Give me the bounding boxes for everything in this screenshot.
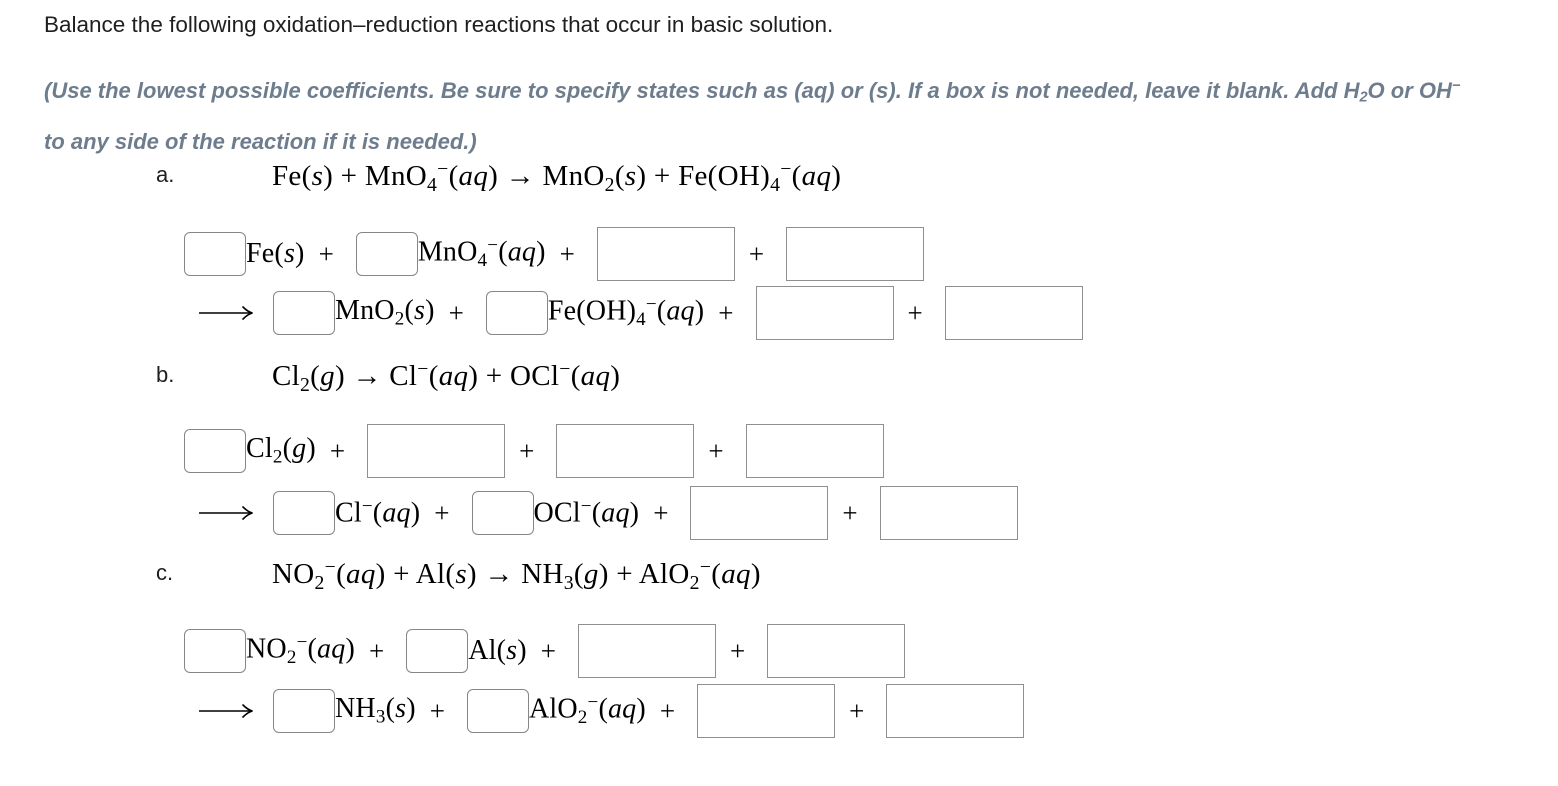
species-input[interactable] — [767, 624, 906, 678]
species-input[interactable] — [879, 486, 1018, 540]
species-term: MnO4−(aq) — [355, 232, 546, 276]
plus-sign: + — [559, 238, 575, 269]
reaction-a-product-row: MnO2(s) + Fe(OH)4−(aq) + + — [198, 286, 1083, 340]
plus-sign: + — [718, 297, 734, 328]
reaction-b-equation-row: b. Cl2(g) → Cl−(aq) + OCl−(aq) — [156, 358, 620, 397]
equation: Fe(s) + MnO4−(aq) → MnO2(s) + Fe(OH)4−(a… — [272, 158, 842, 196]
species-input[interactable] — [745, 424, 884, 478]
plus-sign: + — [429, 695, 445, 726]
long-right-arrow-icon — [198, 504, 254, 522]
species-formula: Al(s) — [468, 635, 527, 666]
coefficient-input[interactable] — [406, 629, 469, 673]
equation: Cl2(g) → Cl−(aq) + OCl−(aq) — [272, 358, 621, 396]
plus-sign: + — [748, 238, 765, 269]
reaction-a-reactant-row: Fe(s) + MnO4−(aq) + + — [184, 227, 925, 281]
long-right-arrow-icon — [198, 702, 254, 720]
coefficient-input[interactable] — [184, 629, 246, 673]
plus-sign: + — [708, 435, 724, 466]
species-input[interactable] — [944, 286, 1083, 340]
species-input[interactable] — [755, 286, 894, 340]
reaction-c-reactant-row: NO2−(aq) + Al(s) + + — [184, 624, 906, 678]
plus-sign: + — [653, 497, 669, 528]
species-term: Cl−(aq) — [273, 491, 420, 535]
coefficient-input[interactable] — [466, 689, 529, 733]
plus-sign: + — [519, 435, 535, 466]
species-formula: Cl2(g) — [246, 433, 316, 468]
species-term: NO2−(aq) — [184, 629, 355, 673]
reaction-c-equation-row: c. NO2−(aq) + Al(s) → NH3(g) + AlO2−(aq) — [156, 556, 761, 595]
species-term: Fe(OH)4−(aq) — [485, 291, 705, 335]
species-term: OCl−(aq) — [471, 491, 640, 535]
species-input[interactable] — [690, 486, 829, 540]
coefficient-input[interactable] — [273, 291, 335, 335]
species-formula: Fe(OH)4−(aq) — [547, 294, 705, 331]
species-term: Al(s) — [406, 629, 527, 673]
species-input[interactable] — [556, 424, 695, 478]
species-input[interactable] — [786, 227, 925, 281]
coefficient-input[interactable] — [485, 291, 548, 335]
coefficient-input[interactable] — [184, 429, 246, 473]
species-term: MnO2(s) — [273, 291, 435, 335]
reaction-label: a. — [156, 162, 175, 187]
coefficient-input[interactable] — [355, 232, 418, 276]
coefficient-input[interactable] — [273, 491, 335, 535]
plus-sign: + — [540, 635, 557, 666]
problem-statement: Balance the following oxidation–reductio… — [44, 12, 834, 37]
species-term: Cl2(g) — [184, 429, 316, 473]
plus-sign: + — [730, 635, 746, 666]
species-input[interactable] — [886, 684, 1025, 738]
plus-sign: + — [448, 297, 464, 328]
species-input[interactable] — [596, 227, 735, 281]
long-right-arrow-icon — [198, 304, 254, 322]
plus-sign: + — [659, 695, 676, 726]
species-input[interactable] — [697, 684, 836, 738]
reaction-a-equation-row: a. Fe(s) + MnO4−(aq) → MnO2(s) + Fe(OH)4… — [156, 158, 841, 197]
species-formula: Cl−(aq) — [335, 496, 421, 529]
species-formula: AlO2−(aq) — [528, 692, 646, 729]
species-term: AlO2−(aq) — [466, 689, 646, 733]
species-formula: OCl−(aq) — [533, 496, 640, 529]
species-formula: NO2−(aq) — [246, 632, 355, 669]
plus-sign: + — [849, 695, 865, 726]
problem-instructions: (Use the lowest possible coefficients. B… — [44, 64, 1524, 164]
plus-sign: + — [842, 497, 858, 528]
coefficient-input[interactable] — [184, 232, 246, 276]
species-formula: MnO4−(aq) — [417, 235, 546, 272]
plus-sign: + — [907, 297, 923, 328]
reaction-label: c. — [156, 560, 174, 585]
instructions-line2: to any side of the reaction if it is nee… — [44, 128, 477, 154]
species-formula: MnO2(s) — [335, 295, 435, 330]
species-term: Fe(s) — [184, 232, 305, 276]
instructions-line1: (Use the lowest possible coefficients. B… — [44, 77, 1461, 106]
reaction-c-product-row: NH3(s) + AlO2−(aq) + + — [198, 684, 1025, 738]
reaction-label: b. — [156, 362, 175, 387]
plus-sign: + — [318, 238, 334, 269]
species-input[interactable] — [578, 624, 717, 678]
species-input[interactable] — [367, 424, 506, 478]
plus-sign: + — [368, 635, 385, 666]
equation: NO2−(aq) + Al(s) → NH3(g) + AlO2−(aq) — [272, 556, 761, 594]
reaction-b-reactant-row: Cl2(g) + + + — [184, 424, 884, 478]
plus-sign: + — [329, 435, 346, 466]
species-term: NH3(s) — [273, 689, 416, 733]
species-formula: Fe(s) — [246, 238, 305, 269]
species-formula: NH3(s) — [335, 693, 416, 728]
coefficient-input[interactable] — [273, 689, 335, 733]
plus-sign: + — [434, 497, 450, 528]
coefficient-input[interactable] — [471, 491, 534, 535]
reaction-b-product-row: Cl−(aq) + OCl−(aq) + + — [198, 486, 1018, 540]
